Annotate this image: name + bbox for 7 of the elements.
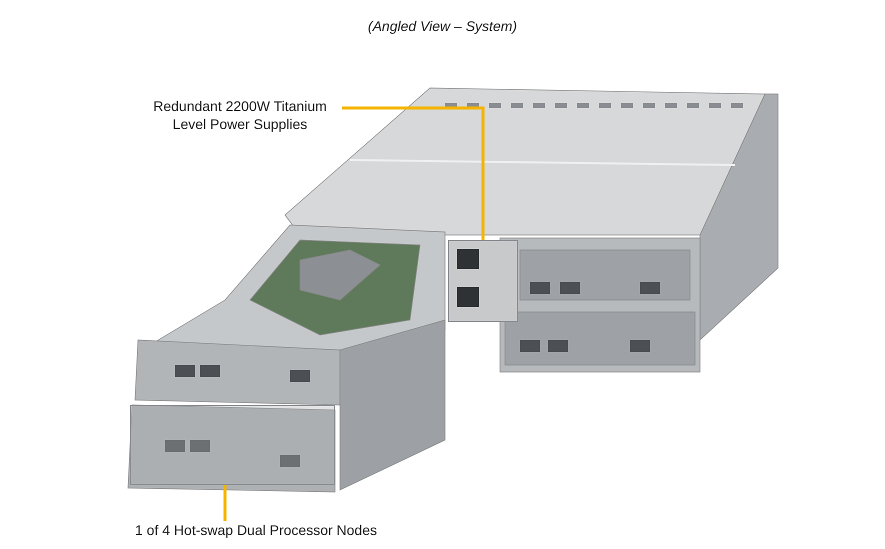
callout-text: Redundant 2200W Titanium Level Power Supplies [140, 97, 340, 133]
leader-line [342, 106, 484, 240]
callout-text: 1 of 4 Hot-swap Dual Processor Nodes [118, 521, 394, 539]
server-node-drawing [130, 405, 335, 485]
view-caption: (Angled View – System) [366, 18, 518, 34]
leader-line [224, 485, 226, 521]
power-supply-drawing [448, 240, 518, 322]
